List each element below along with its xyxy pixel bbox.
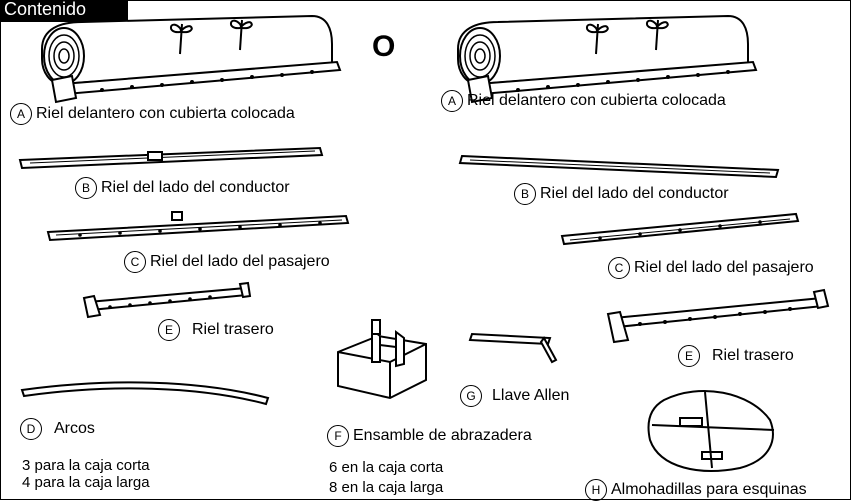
clamp-quantity-short: 6 en la caja corta [329,459,444,476]
allen-key-icon [468,332,558,364]
clamp-icon [337,319,427,400]
or-separator: O [372,30,396,63]
rail-icon [458,154,780,179]
arcos-quantity-long: 4 para la caja larga [22,474,150,491]
rail-icon [46,211,350,242]
bow-icon [20,381,270,406]
rolled-cover-icon [41,15,341,103]
corner-pad-icon [647,389,775,472]
clamp-quantity-long: 8 en la caja larga [329,479,444,496]
rail-icon [560,212,800,246]
rail-icon [606,288,830,344]
rail-icon [82,281,252,319]
section-title: Contenido [0,0,128,22]
rail-icon [18,146,324,170]
arcos-quantity-short: 3 para la caja corta [22,457,150,474]
